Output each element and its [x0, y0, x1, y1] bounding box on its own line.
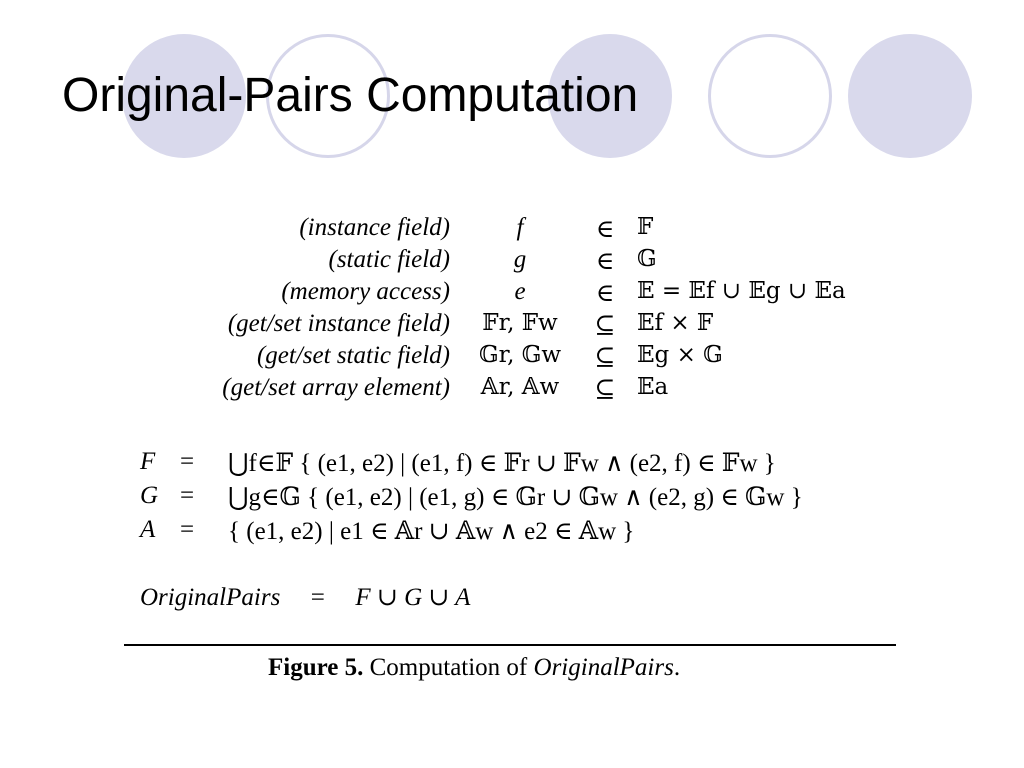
definition-set: 𝔼f × 𝔽	[637, 310, 714, 336]
equation-lhs: A	[140, 516, 156, 543]
decorative-circle-outline	[266, 34, 390, 158]
original-pairs-equals: =	[310, 584, 325, 611]
equation-equals: =	[180, 448, 195, 475]
definition-relation: ⊆	[594, 376, 616, 403]
definition-relation: ∈	[595, 280, 615, 307]
decorative-circle-outline	[708, 34, 832, 158]
caption-divider	[124, 644, 896, 646]
definition-label: (get/set instance field)	[227, 310, 450, 337]
definition-label: (get/set static field)	[256, 342, 450, 369]
definition-symbol: g	[513, 246, 527, 273]
decorative-circle-filled	[548, 34, 672, 158]
original-pairs-definition: OriginalPairs = F ∪ G ∪ A	[140, 582, 470, 612]
definition-symbol: f	[516, 214, 524, 241]
decorative-circle-filled	[848, 34, 972, 158]
caption-text: Computation of	[369, 654, 528, 681]
original-pairs-rhs: F ∪ G ∪ A	[355, 584, 471, 611]
definition-symbol: 𝔸r, 𝔸w	[480, 374, 560, 400]
equation-rhs: ⋃f∈𝔽 { (e1, e2) | (e1, f) ∈ 𝔽r ∪ 𝔽w ∧ (e…	[228, 450, 776, 477]
definition-set: 𝔼a	[637, 374, 669, 400]
definition-label: (static field)	[328, 246, 451, 273]
original-pairs-name: OriginalPairs	[140, 584, 281, 611]
slide-title: Original-Pairs Computation	[62, 69, 639, 122]
definition-set: 𝔾	[637, 246, 657, 272]
definition-relation: ∈	[595, 216, 615, 243]
figure-caption: Figure 5. Computation of OriginalPairs.	[268, 654, 680, 682]
caption-name: OriginalPairs	[533, 654, 674, 681]
definition-set: 𝔽	[637, 214, 654, 240]
equation-equals: =	[180, 516, 195, 543]
definition-label: (get/set array element)	[222, 374, 450, 401]
equation-equals: =	[180, 482, 195, 509]
definition-symbol: 𝔽r, 𝔽w	[482, 310, 558, 336]
equation-rhs: { (e1, e2) | e1 ∈ 𝔸r ∪ 𝔸w ∧ e2 ∈ 𝔸w }	[228, 518, 635, 545]
equation-rhs: ⋃g∈𝔾 { (e1, e2) | (e1, g) ∈ 𝔾r ∪ 𝔾w ∧ (e…	[228, 484, 803, 511]
equation-lhs: G	[140, 482, 159, 509]
definition-symbol: e	[514, 278, 526, 305]
definition-set: 𝔼g × 𝔾	[637, 342, 723, 368]
definition-label: (instance field)	[299, 214, 450, 241]
definition-relation: ∈	[595, 248, 615, 275]
definition-relation: ⊆	[594, 312, 616, 339]
definition-symbol: 𝔾r, 𝔾w	[478, 342, 562, 368]
figure-number: Figure 5.	[268, 654, 364, 681]
equation-lhs: F	[140, 448, 156, 475]
definition-set: 𝔼 = 𝔼f ∪ 𝔼g ∪ 𝔼a	[637, 278, 846, 304]
definition-label: (memory access)	[281, 278, 450, 305]
definition-relation: ⊆	[594, 344, 616, 371]
decorative-circle-filled	[122, 34, 246, 158]
caption-period: .	[673, 654, 681, 681]
